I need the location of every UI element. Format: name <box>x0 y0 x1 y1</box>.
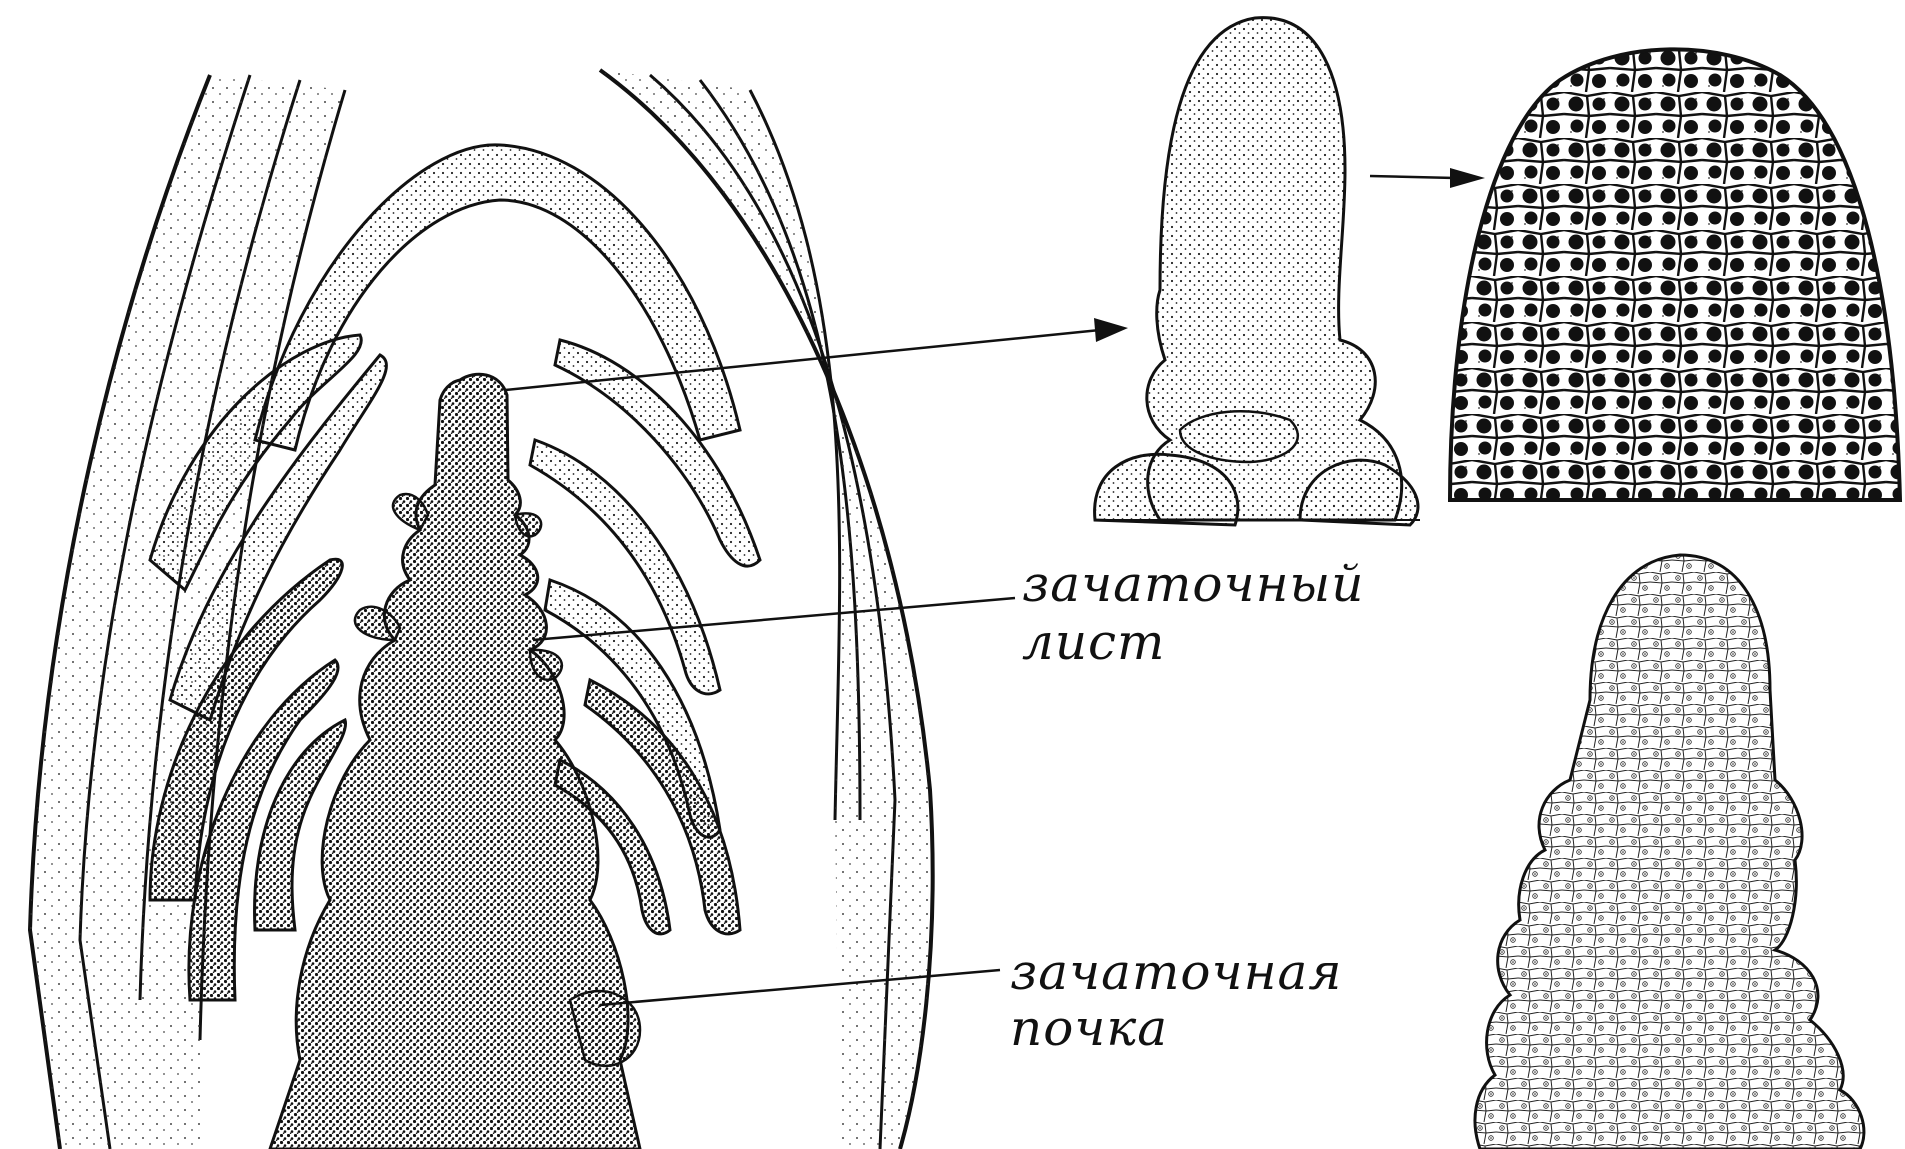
apex-section-detail <box>1475 555 1864 1149</box>
label-bud-primordium-line1: зачаточная <box>1010 944 1342 1000</box>
leader-bud-primordium <box>600 970 1000 1005</box>
apex-section-cells <box>1475 555 1864 1149</box>
label-leaf-primordium-line1: зачаточный <box>1022 556 1364 612</box>
apex-tip-cells <box>1450 49 1900 500</box>
apex-external-view <box>1095 18 1420 525</box>
apex-cell-detail <box>1450 49 1900 500</box>
label-bud-primordium-line2: почка <box>1010 1000 1168 1056</box>
arrow-to-cell-detail <box>1370 176 1455 178</box>
label-leaf-primordium-line2: лист <box>1022 614 1165 670</box>
